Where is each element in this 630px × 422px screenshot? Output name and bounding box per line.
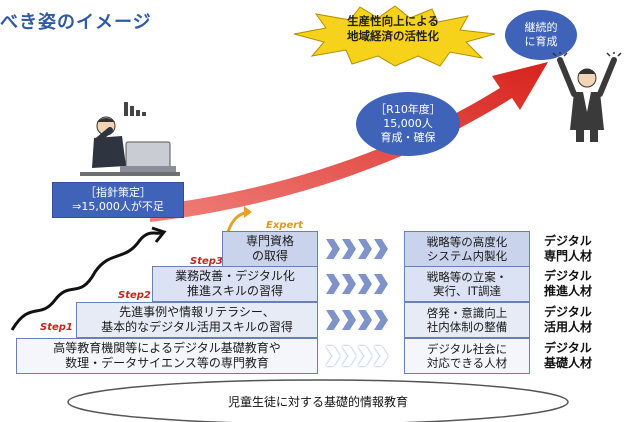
- talent-label-expert: デジタル 専門人材: [544, 234, 593, 263]
- worried-worker-icon: [80, 102, 180, 176]
- step-box-step2: 先進事例や情報リテラシー、 基本的なデジタル活用スキルの習得: [76, 302, 318, 338]
- result-box-3: 啓発・意識向上 社内体制の整備: [404, 302, 530, 338]
- burst-shape: [293, 5, 496, 67]
- step3-label: Step3: [190, 256, 223, 267]
- shortage-box: ［指針策定］ ⇒15,000人が不足: [52, 182, 184, 218]
- step-box-expert: 専門資格 の取得: [222, 231, 318, 267]
- chevron-arrows-1: [326, 239, 388, 259]
- talent-label-promote: デジタル 推進人材: [544, 269, 593, 298]
- continuous-bubble: 継続的 に育成: [505, 10, 577, 60]
- step1-label: Step1: [40, 322, 73, 333]
- result-box-2: 戦略等の立案・ 実行、IT調達: [404, 266, 530, 302]
- talent-label-utilize: デジタル 活用人材: [544, 305, 593, 334]
- chevron-arrows-3: [326, 310, 388, 330]
- step-box-step3: 業務改善・デジタル化 推進スキルの習得: [152, 266, 318, 302]
- chevron-arrows-2: [326, 274, 388, 294]
- target-bubble: ［R10年度］ 15,000人 育成・確保: [356, 92, 460, 156]
- cheering-person-icon: [552, 52, 622, 142]
- foundation-text: 児童生徒に対する基礎的情報教育: [227, 395, 408, 409]
- result-box-1: 戦略等の高度化 システム内製化: [404, 231, 530, 267]
- step2-label: Step2: [118, 290, 151, 301]
- talent-label-basic: デジタル 基礎人材: [544, 341, 593, 370]
- page-title: べき姿のイメージ: [0, 12, 152, 33]
- step-box-step1: 高等教育機関等によるデジタル基礎教育や 数理・データサイエンス等の専門教育: [16, 338, 318, 374]
- burst-text: 生産性向上による 地域経済の活性化: [347, 14, 439, 43]
- bar-chart-icon: [124, 102, 128, 116]
- chevron-arrows-4: [326, 346, 388, 366]
- expert-label: Expert: [266, 220, 303, 231]
- result-box-4: デジタル社会に 対応できる人材: [404, 338, 530, 374]
